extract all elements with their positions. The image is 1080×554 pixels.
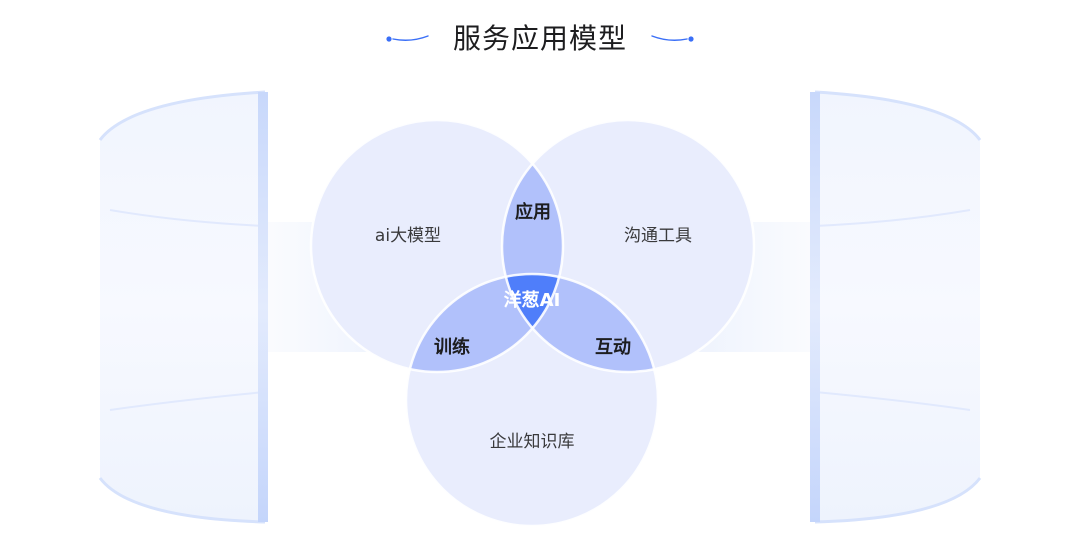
label-center: 洋葱AI [504, 289, 561, 311]
title-right-ornament-icon [651, 35, 694, 42]
right-glass-panel [810, 90, 982, 524]
label-knowledge-base: 企业知识库 [490, 432, 575, 452]
left-glass-panel [98, 90, 268, 524]
label-interaction: 互动 [595, 337, 631, 358]
label-application: 应用 [515, 201, 551, 223]
label-communication-tools: 沟通工具 [624, 226, 692, 246]
label-training: 训练 [434, 336, 470, 358]
label-ai-model: ai大模型 [375, 226, 441, 246]
title-left-ornament-icon [386, 35, 429, 42]
page-title: 服务应用模型 [452, 22, 627, 55]
overlap-training [406, 274, 563, 372]
header: 服务应用模型 [0, 14, 1080, 64]
overlap-interaction [502, 274, 658, 372]
